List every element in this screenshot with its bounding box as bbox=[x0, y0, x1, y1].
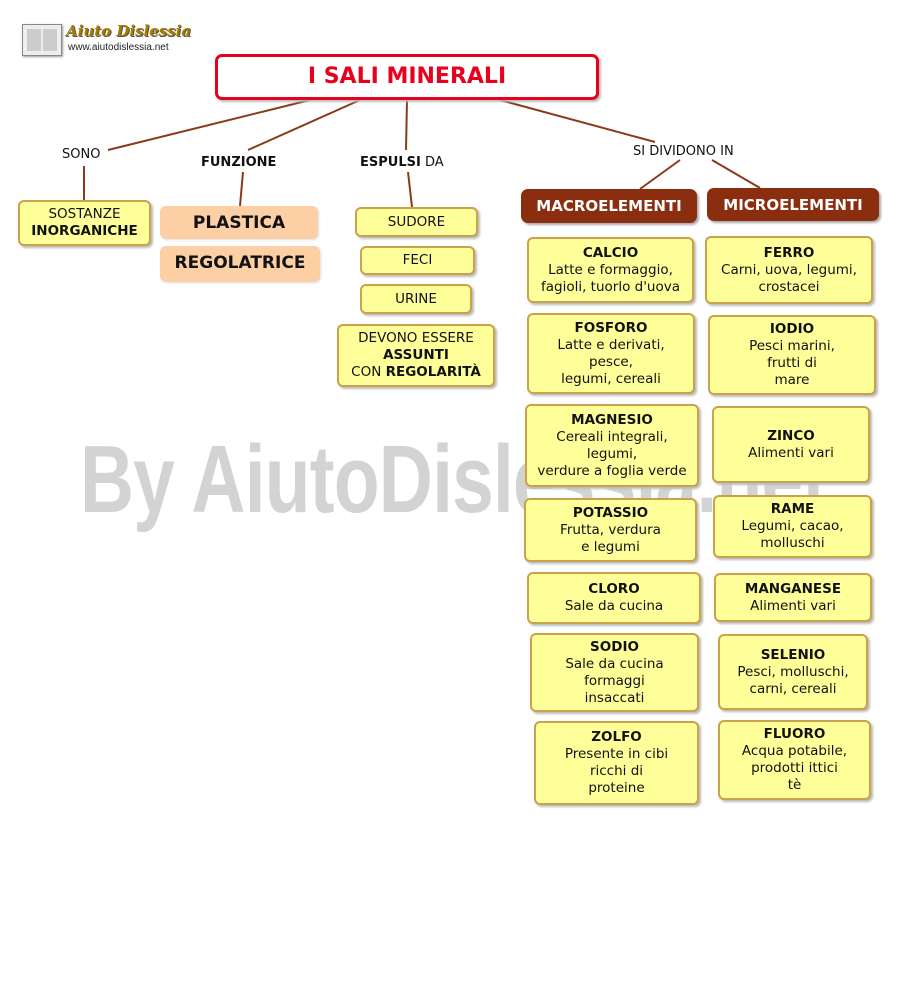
box-urine: URINE bbox=[360, 284, 472, 314]
assunti-line3: CON REGOLARITÀ bbox=[339, 364, 493, 381]
assunti-line3b: REGOLARITÀ bbox=[385, 364, 481, 380]
sostanze-line2: INORGANICHE bbox=[31, 223, 138, 239]
element-source-line: frutti di bbox=[767, 355, 817, 371]
connector-funzione-plastica bbox=[239, 171, 244, 207]
element-source-line: Cereali integrali, bbox=[556, 428, 668, 445]
element-source-line: tè bbox=[787, 777, 802, 793]
element-source-line: Acqua potabile, bbox=[741, 743, 848, 759]
element-name: ZOLFO bbox=[591, 729, 642, 745]
element-source-line: Alimenti vari bbox=[748, 444, 834, 461]
element-name: ZINCO bbox=[767, 427, 815, 444]
element-source-line: Carni, uova, legumi, bbox=[721, 261, 857, 278]
element-source-line: Sale da cucina bbox=[565, 655, 664, 672]
watermark: By AiutoDislessia.net bbox=[80, 426, 827, 533]
element-source-line: pesce, bbox=[589, 353, 633, 370]
link-funzione: FUNZIONE bbox=[201, 155, 277, 170]
element-source-line: legumi, bbox=[586, 445, 638, 462]
element-name: SELENIO bbox=[760, 646, 826, 663]
box-assunti-regolarita: DEVONO ESSERE ASSUNTI CON REGOLARITÀ bbox=[337, 324, 495, 387]
link-espulsi-bold: ESPULSI bbox=[360, 155, 421, 170]
element-source-line: carni, cereali bbox=[749, 680, 837, 697]
element-source-line: mare bbox=[774, 372, 810, 388]
sudore-label: SUDORE bbox=[387, 213, 446, 230]
element-source-line: ricchi di bbox=[589, 763, 644, 779]
element-source-line: Pesci, molluschi, bbox=[737, 663, 849, 680]
connector-title-espulsi bbox=[405, 99, 408, 151]
element-source-line: prodotti ittici bbox=[751, 760, 838, 776]
category-macroelementi: MACROELEMENTI bbox=[521, 189, 697, 223]
element-name: MANGANESE bbox=[744, 580, 842, 597]
connector-dividono-macro bbox=[639, 159, 681, 190]
element-source-line: Legumi, cacao, bbox=[741, 518, 844, 534]
box-sudore: SUDORE bbox=[355, 207, 478, 237]
element-source-line: Alimenti vari bbox=[750, 597, 836, 614]
link-sono: SONO bbox=[62, 147, 101, 162]
element-source-line: insaccati bbox=[584, 689, 645, 706]
logo-title: Aiuto Dislessia bbox=[66, 22, 192, 40]
main-title: I SALI MINERALI bbox=[215, 54, 599, 100]
connector-title-funzione bbox=[247, 99, 361, 151]
element-source-line: Latte e derivati, bbox=[557, 336, 665, 353]
sostanze-line1: SOSTANZE bbox=[48, 206, 121, 222]
element-name: SODIO bbox=[590, 638, 639, 655]
element-source-line: proteine bbox=[588, 780, 645, 796]
assunti-line2: ASSUNTI bbox=[383, 347, 449, 363]
connector-title-dividono bbox=[499, 99, 656, 143]
link-espulsi-rest: DA bbox=[420, 155, 444, 170]
logo-book-icon bbox=[22, 24, 62, 56]
box-regolatrice: REGOLATRICE bbox=[160, 246, 320, 282]
element-name: POTASSIO bbox=[572, 504, 649, 521]
element-source-line: Frutta, verdura bbox=[560, 521, 661, 538]
element-name: CALCIO bbox=[582, 244, 639, 261]
element-source-line: crostacei bbox=[758, 278, 820, 295]
element-source-line: Latte e formaggio, bbox=[548, 261, 673, 278]
element-name: FERRO bbox=[763, 244, 815, 261]
connector-espulsi-sudore bbox=[407, 171, 413, 208]
link-si-dividono: SI DIVIDONO IN bbox=[633, 144, 734, 159]
element-source-line: Pesci marini, bbox=[749, 338, 835, 354]
feci-label: FECI bbox=[402, 252, 433, 268]
logo-url: www.aiutodislessia.net bbox=[68, 42, 169, 53]
assunti-line3a: CON bbox=[351, 364, 386, 380]
element-name: RAME bbox=[770, 501, 815, 517]
element-name: CLORO bbox=[588, 581, 640, 597]
element-source-line: Sale da cucina bbox=[564, 598, 664, 614]
element-name: FOSFORO bbox=[574, 319, 648, 336]
box-sostanze-inorganiche: SOSTANZE INORGANICHE bbox=[18, 200, 151, 246]
element-source-line: fagioli, tuorlo d'uova bbox=[540, 278, 680, 295]
urine-label: URINE bbox=[395, 290, 437, 307]
assunti-line1: DEVONO ESSERE bbox=[358, 330, 474, 346]
box-plastica: PLASTICA bbox=[160, 206, 318, 239]
category-microelementi: MICROELEMENTI bbox=[707, 188, 879, 221]
element-source-line: Presente in cibi bbox=[564, 746, 669, 762]
box-feci: FECI bbox=[360, 246, 475, 275]
element-name: FLUORO bbox=[763, 726, 826, 742]
connector-dividono-micro bbox=[711, 159, 761, 189]
element-source-line: legumi, cereali bbox=[561, 370, 661, 387]
element-source-line: molluschi bbox=[760, 535, 825, 551]
element-source-line: formaggi bbox=[584, 672, 645, 689]
link-espulsi: ESPULSI DA bbox=[360, 155, 444, 170]
element-source-line: verdure a foglia verde bbox=[537, 462, 687, 479]
element-source-line: e legumi bbox=[581, 538, 640, 555]
connector-title-sono bbox=[107, 99, 311, 151]
element-name: IODIO bbox=[769, 321, 815, 337]
element-name: MAGNESIO bbox=[571, 411, 653, 428]
